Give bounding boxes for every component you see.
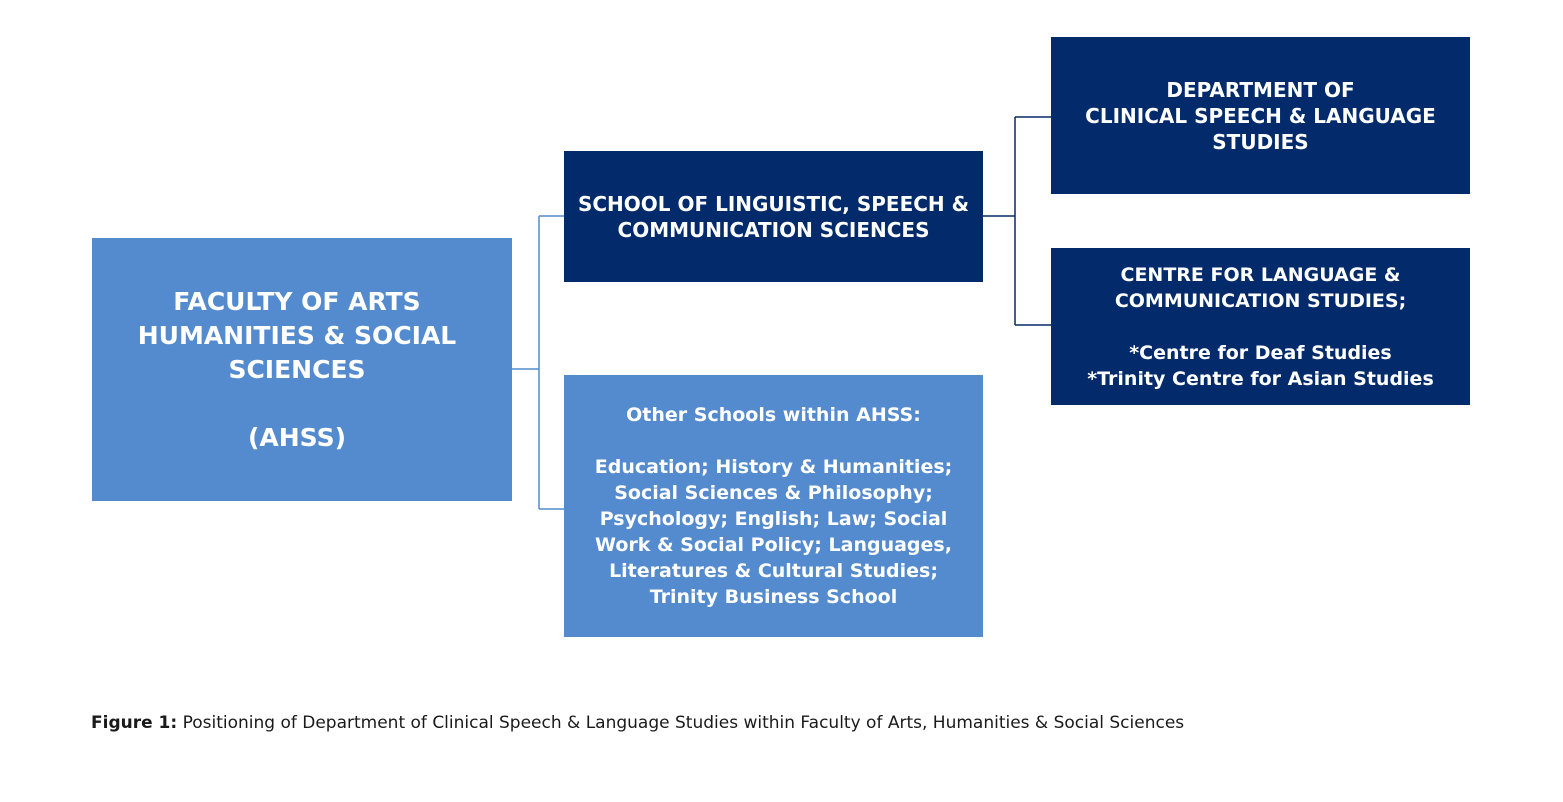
centre-title-line-2: COMMUNICATION STUDIES;	[1114, 289, 1407, 312]
department-box: DEPARTMENT OF CLINICAL SPEECH & LANGUAGE…	[1051, 37, 1470, 194]
faculty-abbreviation: (AHSS)	[247, 422, 346, 452]
other-schools-line-4: Work & Social Policy; Languages,	[595, 534, 952, 556]
faculty-box: FACULTY OF ARTS HUMANITIES & SOCIAL SCIE…	[92, 238, 512, 501]
department-title-line-1: DEPARTMENT OF	[1166, 77, 1355, 102]
faculty-connectors	[512, 215, 564, 510]
school-box: SCHOOL OF LINGUISTIC, SPEECH & COMMUNICA…	[564, 151, 983, 282]
figure-caption: Figure 1: Positioning of Department of C…	[91, 713, 1184, 733]
centre-box: CENTRE FOR LANGUAGE & COMMUNICATION STUD…	[1051, 248, 1470, 405]
centre-title-line-1: CENTRE FOR LANGUAGE &	[1120, 263, 1401, 286]
figure-caption-text: Positioning of Department of Clinical Sp…	[177, 713, 1185, 733]
other-schools-line-1: Education; History & Humanities;	[594, 456, 953, 478]
department-title-line-2: CLINICAL SPEECH & LANGUAGE	[1085, 103, 1436, 128]
department-title-line-3: STUDIES	[1212, 129, 1309, 154]
other-schools-line-3: Psychology; English; Law; Social	[599, 508, 948, 530]
school-title-line-2: COMMUNICATION SCIENCES	[617, 217, 930, 242]
faculty-title-line-1: FACULTY OF ARTS	[173, 286, 421, 316]
faculty-title-line-2: HUMANITIES & SOCIAL	[137, 320, 457, 350]
other-schools-line-6: Trinity Business School	[649, 586, 898, 608]
centre-sub-line-2: *Trinity Centre for Asian Studies	[1087, 367, 1434, 390]
faculty-title-line-3: SCIENCES	[228, 354, 366, 384]
other-schools-line-2: Social Sciences & Philosophy;	[614, 482, 933, 504]
other-schools-box: Other Schools within AHSS: Education; Hi…	[564, 375, 983, 637]
school-connectors	[983, 116, 1051, 326]
centre-sub-line-1: *Centre for Deaf Studies	[1129, 341, 1392, 364]
other-schools-line-5: Literatures & Cultural Studies;	[609, 560, 938, 582]
other-schools-heading: Other Schools within AHSS:	[626, 404, 921, 426]
school-title-line-1: SCHOOL OF LINGUISTIC, SPEECH &	[577, 191, 970, 216]
figure-caption-label: Figure 1:	[91, 713, 178, 733]
